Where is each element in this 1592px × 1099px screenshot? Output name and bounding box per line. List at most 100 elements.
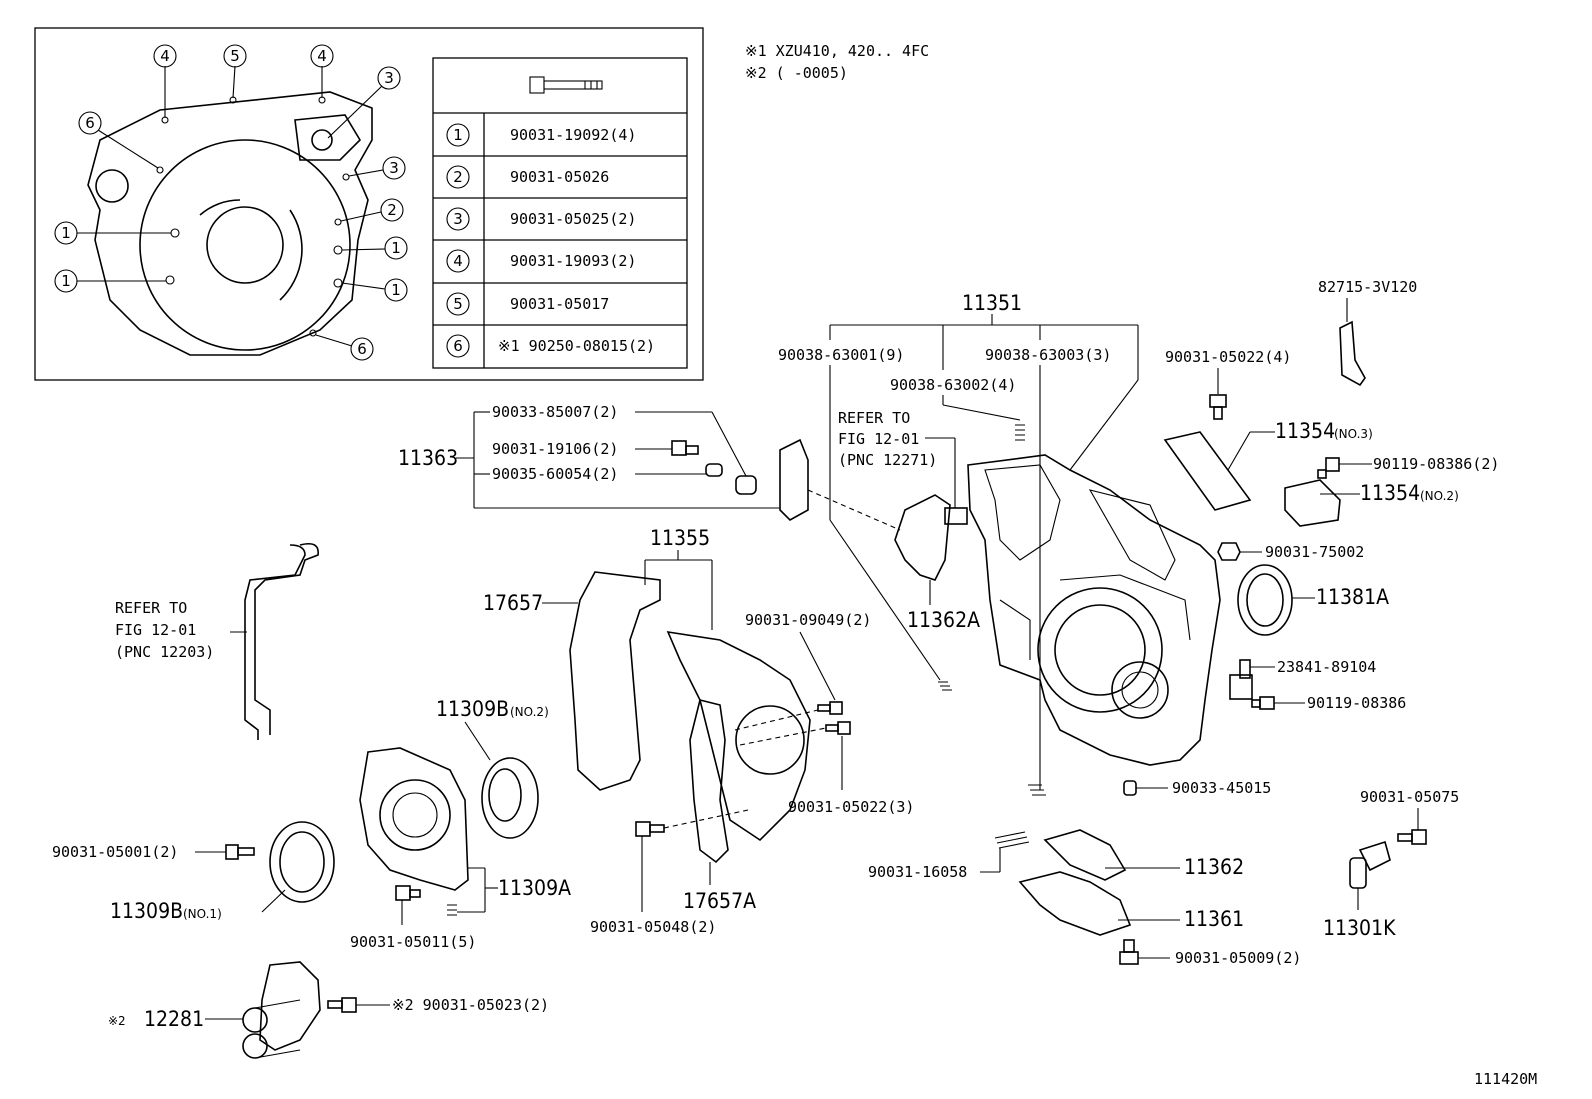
label-11362A: 11362A: [907, 608, 980, 632]
table-row-5-part: 90031-05017: [510, 295, 609, 313]
table-row-1-part: 90031-19092(4): [510, 126, 636, 144]
bolt-90119-08386: [1251, 696, 1275, 710]
dowel-90035-60054: [705, 463, 723, 477]
inset-callout-2: 2: [387, 201, 397, 219]
inset-callout-5: 5: [230, 47, 240, 65]
inset-part-table: 1 90031-19092(4) 2 90031-05026 3 90031-0…: [432, 57, 688, 369]
table-row-2-part: 90031-05026: [510, 168, 609, 186]
label-11309B-no1-sub: (NO.1): [183, 907, 222, 921]
label-17657A: 17657A: [683, 889, 756, 913]
leader-11354-no3: [1227, 431, 1251, 471]
inset-callout-1a: 1: [61, 224, 71, 242]
stud-90031-16058: [994, 831, 1030, 849]
inset-frame: [34, 27, 704, 381]
label-11351: 11351: [962, 291, 1022, 315]
label-90031-05048: 90031-05048(2): [590, 918, 716, 936]
gasket-set-11355: 11355 17657 17657A: [483, 526, 811, 913]
inset-callout-1c: 1: [391, 239, 401, 257]
table-row-3-part: 90031-05025(2): [510, 210, 636, 228]
refer-12271-line1[interactable]: REFER TO: [838, 409, 910, 427]
label-11354-no3: 11354: [1275, 419, 1335, 443]
label-90031-05075: 90031-05075: [1360, 788, 1459, 806]
dipstick-guide: [230, 542, 319, 740]
gasket-11355: [666, 630, 811, 842]
label-11381A: 11381A: [1316, 585, 1389, 609]
plate-11362A: 11362A: [894, 494, 980, 632]
label-11354-no3-sub: (NO.3): [1334, 427, 1373, 441]
bolt-90031-19106: [671, 440, 699, 456]
label-11363: 11363: [398, 446, 458, 470]
label-12281-mark: ※2: [108, 1014, 126, 1028]
bracket-11363: [779, 438, 809, 521]
label-11309B-no1: 11309B: [110, 899, 183, 923]
inset-housing-drawing: [87, 91, 373, 356]
table-row-4-part: 90031-19093(2): [510, 252, 636, 270]
inset-callout-3a: 3: [384, 69, 394, 87]
bolt-90031-05011: [395, 885, 421, 901]
cover-11361: [1018, 871, 1132, 936]
label-12281: 12281: [144, 1007, 204, 1031]
inset-callouts: 4 5 4 3 6 3 2 1 1 1 1 6: [54, 44, 408, 361]
pin-11309A: [447, 904, 457, 916]
plate-11354-no3: [1163, 431, 1252, 511]
label-82715-3V120: 82715-3V120: [1318, 278, 1417, 296]
label-11361: 11361: [1184, 907, 1244, 931]
label-11354-no2: 11354: [1360, 481, 1420, 505]
inset-callout-6a: 6: [85, 114, 95, 132]
table-row-5-num: 5: [453, 295, 463, 313]
refer-12271-line3[interactable]: (PNC 12271): [838, 451, 937, 469]
refer-12203-line1[interactable]: REFER TO: [115, 599, 187, 617]
bolt-90031-05075: [1397, 829, 1427, 845]
gasket-17657: [569, 571, 661, 791]
leader-90031-09049: [799, 631, 836, 701]
label-90031-05011: 90031-05011(5): [350, 933, 476, 951]
label-90119-08386-2: 90119-08386(2): [1373, 455, 1499, 473]
label-90038-63002: 90038-63002(4): [890, 376, 1016, 394]
pin-23841: [1229, 659, 1253, 700]
bushing-90033-85007: [735, 475, 757, 495]
table-row-6-part: ※1 90250-08015(2): [498, 337, 655, 355]
label-11309A: 11309A: [498, 876, 571, 900]
label-11301K: 11301K: [1323, 916, 1396, 940]
refer-12203-line3[interactable]: (PNC 12203): [115, 643, 214, 661]
table-row-4-num: 4: [453, 252, 463, 270]
nut-90031-75002: [1217, 542, 1241, 561]
small-nut-12271: [944, 507, 968, 525]
label-90031-05023: ※2 90031-05023(2): [392, 996, 549, 1014]
label-11355: 11355: [650, 526, 710, 550]
retainer-11309A: 11309A: [359, 747, 571, 913]
bracket-82715: [1339, 320, 1366, 387]
refer-12271-line2[interactable]: FIG 12-01: [838, 430, 919, 448]
label-90031-09049: 90031-09049(2): [745, 611, 871, 629]
cover-11354-no2: [1284, 479, 1341, 527]
inset-callout-3b: 3: [389, 159, 399, 177]
bolts-90031-09049: [817, 701, 851, 735]
note-1: ※1 XZU410, 420.. 4FC: [745, 42, 929, 60]
figure-id: 111420M: [1474, 1070, 1537, 1088]
label-11309B-no2: 11309B: [436, 697, 509, 721]
note-2: ※2 ( -0005): [745, 64, 848, 82]
stud-90038-63001: [938, 681, 952, 691]
label-11354-no2-sub: (NO.2): [1420, 489, 1459, 503]
bolt-icon: [529, 76, 603, 94]
table-row-2-num: 2: [453, 168, 463, 186]
bracket-12281: [242, 961, 321, 1059]
seal-11309B-no2: [481, 757, 539, 839]
housing-11351-callout: 11351 90038-63001(9) 90038-63003(3) 9003…: [778, 291, 1139, 790]
label-90031-05001: 90031-05001(2): [52, 843, 178, 861]
leader-11309B-no1: [261, 889, 286, 913]
label-90031-19106: 90031-19106(2): [492, 440, 618, 458]
assembly-11363: 11363 90033-85007(2) 90031-19106(2) 9003…: [398, 403, 901, 531]
label-17657: 17657: [483, 591, 543, 615]
refer-12203-line2[interactable]: FIG 12-01: [115, 621, 196, 639]
seal-11309B-no1: [269, 821, 335, 903]
label-90031-05022-3: 90031-05022(3): [788, 798, 914, 816]
plug-90033-45015: [1123, 780, 1137, 796]
label-90031-16058: 90031-16058: [868, 863, 967, 881]
label-23841-89104: 23841-89104: [1277, 658, 1376, 676]
seal-11381A: [1237, 564, 1293, 636]
label-90033-45015: 90033-45015: [1172, 779, 1271, 797]
bolt-90031-05001: [225, 844, 255, 860]
